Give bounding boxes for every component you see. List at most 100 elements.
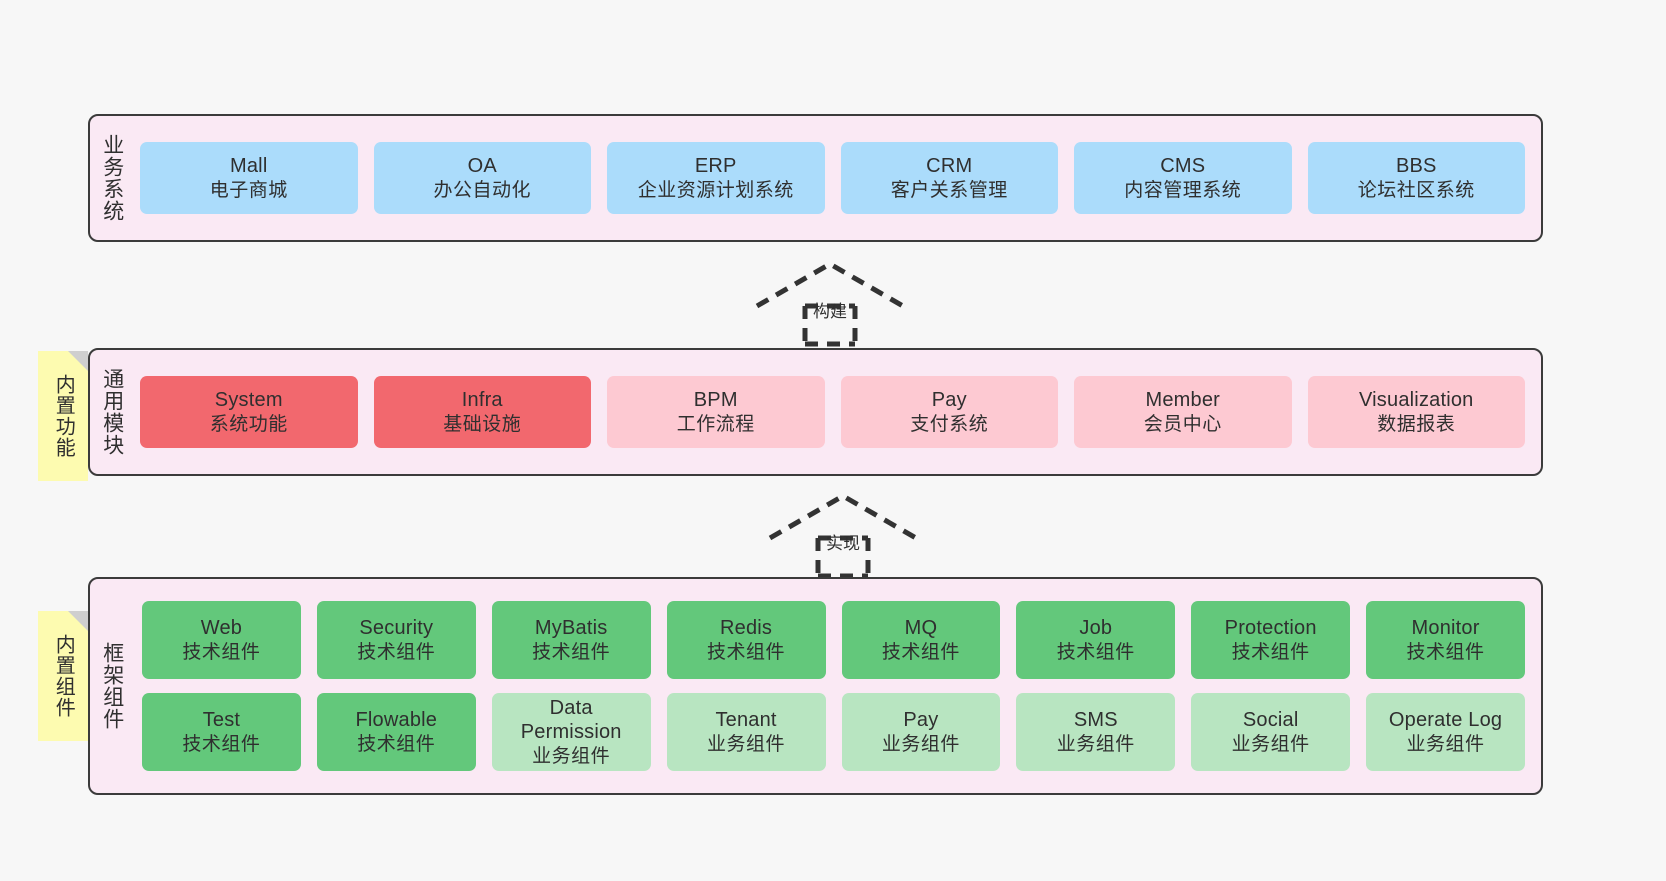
arrowhead-up-icon bbox=[755, 261, 905, 309]
card-mybatis[interactable]: MyBatis 技术组件 bbox=[491, 601, 651, 679]
card-bpm[interactable]: BPM 工作流程 bbox=[607, 376, 825, 448]
connector-implement-label: 实现 bbox=[826, 534, 860, 553]
card-mall-en: Mall bbox=[230, 155, 268, 178]
card-member-cn: 会员中心 bbox=[1143, 413, 1222, 435]
card-visualization-en: Visualization bbox=[1358, 389, 1474, 412]
card-protection[interactable]: Protection 技术组件 bbox=[1191, 601, 1351, 679]
connector-build: 构建 bbox=[755, 258, 905, 347]
card-bpm-en: BPM bbox=[693, 389, 738, 412]
card-monitor[interactable]: Monitor 技术组件 bbox=[1366, 601, 1525, 679]
card-bbs[interactable]: BBS 论坛社区系统 bbox=[1307, 142, 1525, 214]
card-monitor-cn: 技术组件 bbox=[1406, 641, 1485, 663]
card-crm[interactable]: CRM 客户关系管理 bbox=[840, 142, 1058, 214]
card-mq-en: MQ bbox=[904, 617, 938, 640]
card-web-en: Web bbox=[200, 617, 243, 640]
card-data-permission-en: Data Permission bbox=[520, 697, 622, 744]
card-member[interactable]: Member 会员中心 bbox=[1074, 376, 1292, 448]
layer-framework-components: 框架组件 Web 技术组件 Security 技术组件 MyBatis 技术组件… bbox=[88, 577, 1543, 795]
card-mybatis-en: MyBatis bbox=[534, 617, 608, 640]
framework-row-tech: Web 技术组件 Security 技术组件 MyBatis 技术组件 Redi… bbox=[142, 601, 1525, 679]
card-infra[interactable]: Infra 基础设施 bbox=[373, 376, 591, 448]
card-member-en: Member bbox=[1145, 389, 1221, 412]
card-tenant[interactable]: Tenant 业务组件 bbox=[666, 693, 826, 771]
card-cms[interactable]: CMS 内容管理系统 bbox=[1074, 142, 1292, 214]
card-system[interactable]: System 系统功能 bbox=[140, 376, 358, 448]
card-pay-component[interactable]: Pay 业务组件 bbox=[841, 693, 1001, 771]
card-mq-cn: 技术组件 bbox=[881, 641, 960, 663]
card-pay-module-cn: 支付系统 bbox=[910, 413, 989, 435]
card-sms-cn: 业务组件 bbox=[1056, 733, 1135, 755]
card-oa-cn: 办公自动化 bbox=[433, 179, 531, 201]
card-flowable-cn: 技术组件 bbox=[357, 733, 436, 755]
card-job-en: Job bbox=[1079, 617, 1113, 640]
card-erp[interactable]: ERP 企业资源计划系统 bbox=[607, 142, 825, 214]
layer-framework-components-title: 框架组件 bbox=[100, 642, 124, 730]
card-crm-en: CRM bbox=[926, 155, 973, 178]
layer-business-systems-items: Mall 电子商城 OA 办公自动化 ERP 企业资源计划系统 CRM 客户关系… bbox=[134, 116, 1541, 240]
card-job[interactable]: Job 技术组件 bbox=[1016, 601, 1176, 679]
card-flowable-en: Flowable bbox=[355, 709, 438, 732]
card-security-en: Security bbox=[359, 617, 434, 640]
card-job-cn: 技术组件 bbox=[1056, 641, 1135, 663]
card-operate-log[interactable]: Operate Log 业务组件 bbox=[1366, 693, 1525, 771]
card-system-en: System bbox=[214, 389, 283, 412]
layer-business-systems-title: 业务系统 bbox=[100, 134, 124, 222]
framework-row-business: Test 技术组件 Flowable 技术组件 Data Permission … bbox=[142, 693, 1525, 771]
card-visualization[interactable]: Visualization 数据报表 bbox=[1307, 376, 1525, 448]
sticky-note-builtin-functions: 内置功能 bbox=[38, 351, 88, 481]
layer-business-systems: 业务系统 Mall 电子商城 OA 办公自动化 ERP 企业资源计划系统 CRM… bbox=[88, 114, 1543, 242]
layer-framework-components-items: Web 技术组件 Security 技术组件 MyBatis 技术组件 Redi… bbox=[134, 579, 1541, 793]
card-test-cn: 技术组件 bbox=[182, 733, 261, 755]
card-erp-en: ERP bbox=[694, 155, 737, 178]
card-tenant-en: Tenant bbox=[715, 709, 777, 732]
card-operate-log-en: Operate Log bbox=[1388, 709, 1503, 732]
layer-common-modules-title: 通用模块 bbox=[100, 368, 124, 456]
card-protection-en: Protection bbox=[1224, 617, 1317, 640]
card-system-cn: 系统功能 bbox=[209, 413, 288, 435]
card-security[interactable]: Security 技术组件 bbox=[316, 601, 476, 679]
card-bpm-cn: 工作流程 bbox=[676, 413, 755, 435]
card-pay-component-cn: 业务组件 bbox=[881, 733, 960, 755]
sticky-note-builtin-functions-label: 内置功能 bbox=[52, 374, 75, 458]
card-pay-component-en: Pay bbox=[903, 709, 939, 732]
card-bbs-en: BBS bbox=[1395, 155, 1437, 178]
card-web[interactable]: Web 技术组件 bbox=[142, 601, 301, 679]
card-flowable[interactable]: Flowable 技术组件 bbox=[316, 693, 476, 771]
card-operate-log-cn: 业务组件 bbox=[1406, 733, 1485, 755]
layer-common-modules-items: System 系统功能 Infra 基础设施 BPM 工作流程 Pay 支付系统… bbox=[134, 350, 1541, 474]
card-erp-cn: 企业资源计划系统 bbox=[637, 179, 794, 201]
card-monitor-en: Monitor bbox=[1411, 617, 1480, 640]
card-data-permission-cn: 业务组件 bbox=[532, 745, 611, 767]
card-oa[interactable]: OA 办公自动化 bbox=[373, 142, 591, 214]
card-social-en: Social bbox=[1242, 709, 1299, 732]
card-data-permission[interactable]: Data Permission 业务组件 bbox=[491, 693, 651, 771]
card-visualization-cn: 数据报表 bbox=[1377, 413, 1456, 435]
card-test[interactable]: Test 技术组件 bbox=[142, 693, 301, 771]
card-pay-module-en: Pay bbox=[931, 389, 967, 412]
card-test-en: Test bbox=[202, 709, 241, 732]
card-social[interactable]: Social 业务组件 bbox=[1191, 693, 1351, 771]
card-mall[interactable]: Mall 电子商城 bbox=[140, 142, 358, 214]
card-cms-en: CMS bbox=[1160, 155, 1206, 178]
card-cms-cn: 内容管理系统 bbox=[1124, 179, 1242, 201]
card-web-cn: 技术组件 bbox=[182, 641, 261, 663]
card-mall-cn: 电子商城 bbox=[209, 179, 288, 201]
arrowhead-up-icon bbox=[768, 493, 918, 541]
card-redis-en: Redis bbox=[719, 617, 773, 640]
card-redis-cn: 技术组件 bbox=[707, 641, 786, 663]
sticky-note-builtin-components-label: 内置组件 bbox=[52, 634, 75, 718]
card-crm-cn: 客户关系管理 bbox=[890, 179, 1008, 201]
card-tenant-cn: 业务组件 bbox=[707, 733, 786, 755]
layer-common-modules: 通用模块 System 系统功能 Infra 基础设施 BPM 工作流程 Pay… bbox=[88, 348, 1543, 476]
card-mybatis-cn: 技术组件 bbox=[532, 641, 611, 663]
card-oa-en: OA bbox=[467, 155, 497, 178]
card-redis[interactable]: Redis 技术组件 bbox=[666, 601, 826, 679]
sticky-note-builtin-components: 内置组件 bbox=[38, 611, 88, 741]
card-protection-cn: 技术组件 bbox=[1231, 641, 1310, 663]
card-mq[interactable]: MQ 技术组件 bbox=[841, 601, 1001, 679]
connector-build-label: 构建 bbox=[813, 302, 847, 321]
card-sms[interactable]: SMS 业务组件 bbox=[1016, 693, 1176, 771]
connector-implement: 实现 bbox=[768, 490, 918, 579]
card-pay-module[interactable]: Pay 支付系统 bbox=[840, 376, 1058, 448]
